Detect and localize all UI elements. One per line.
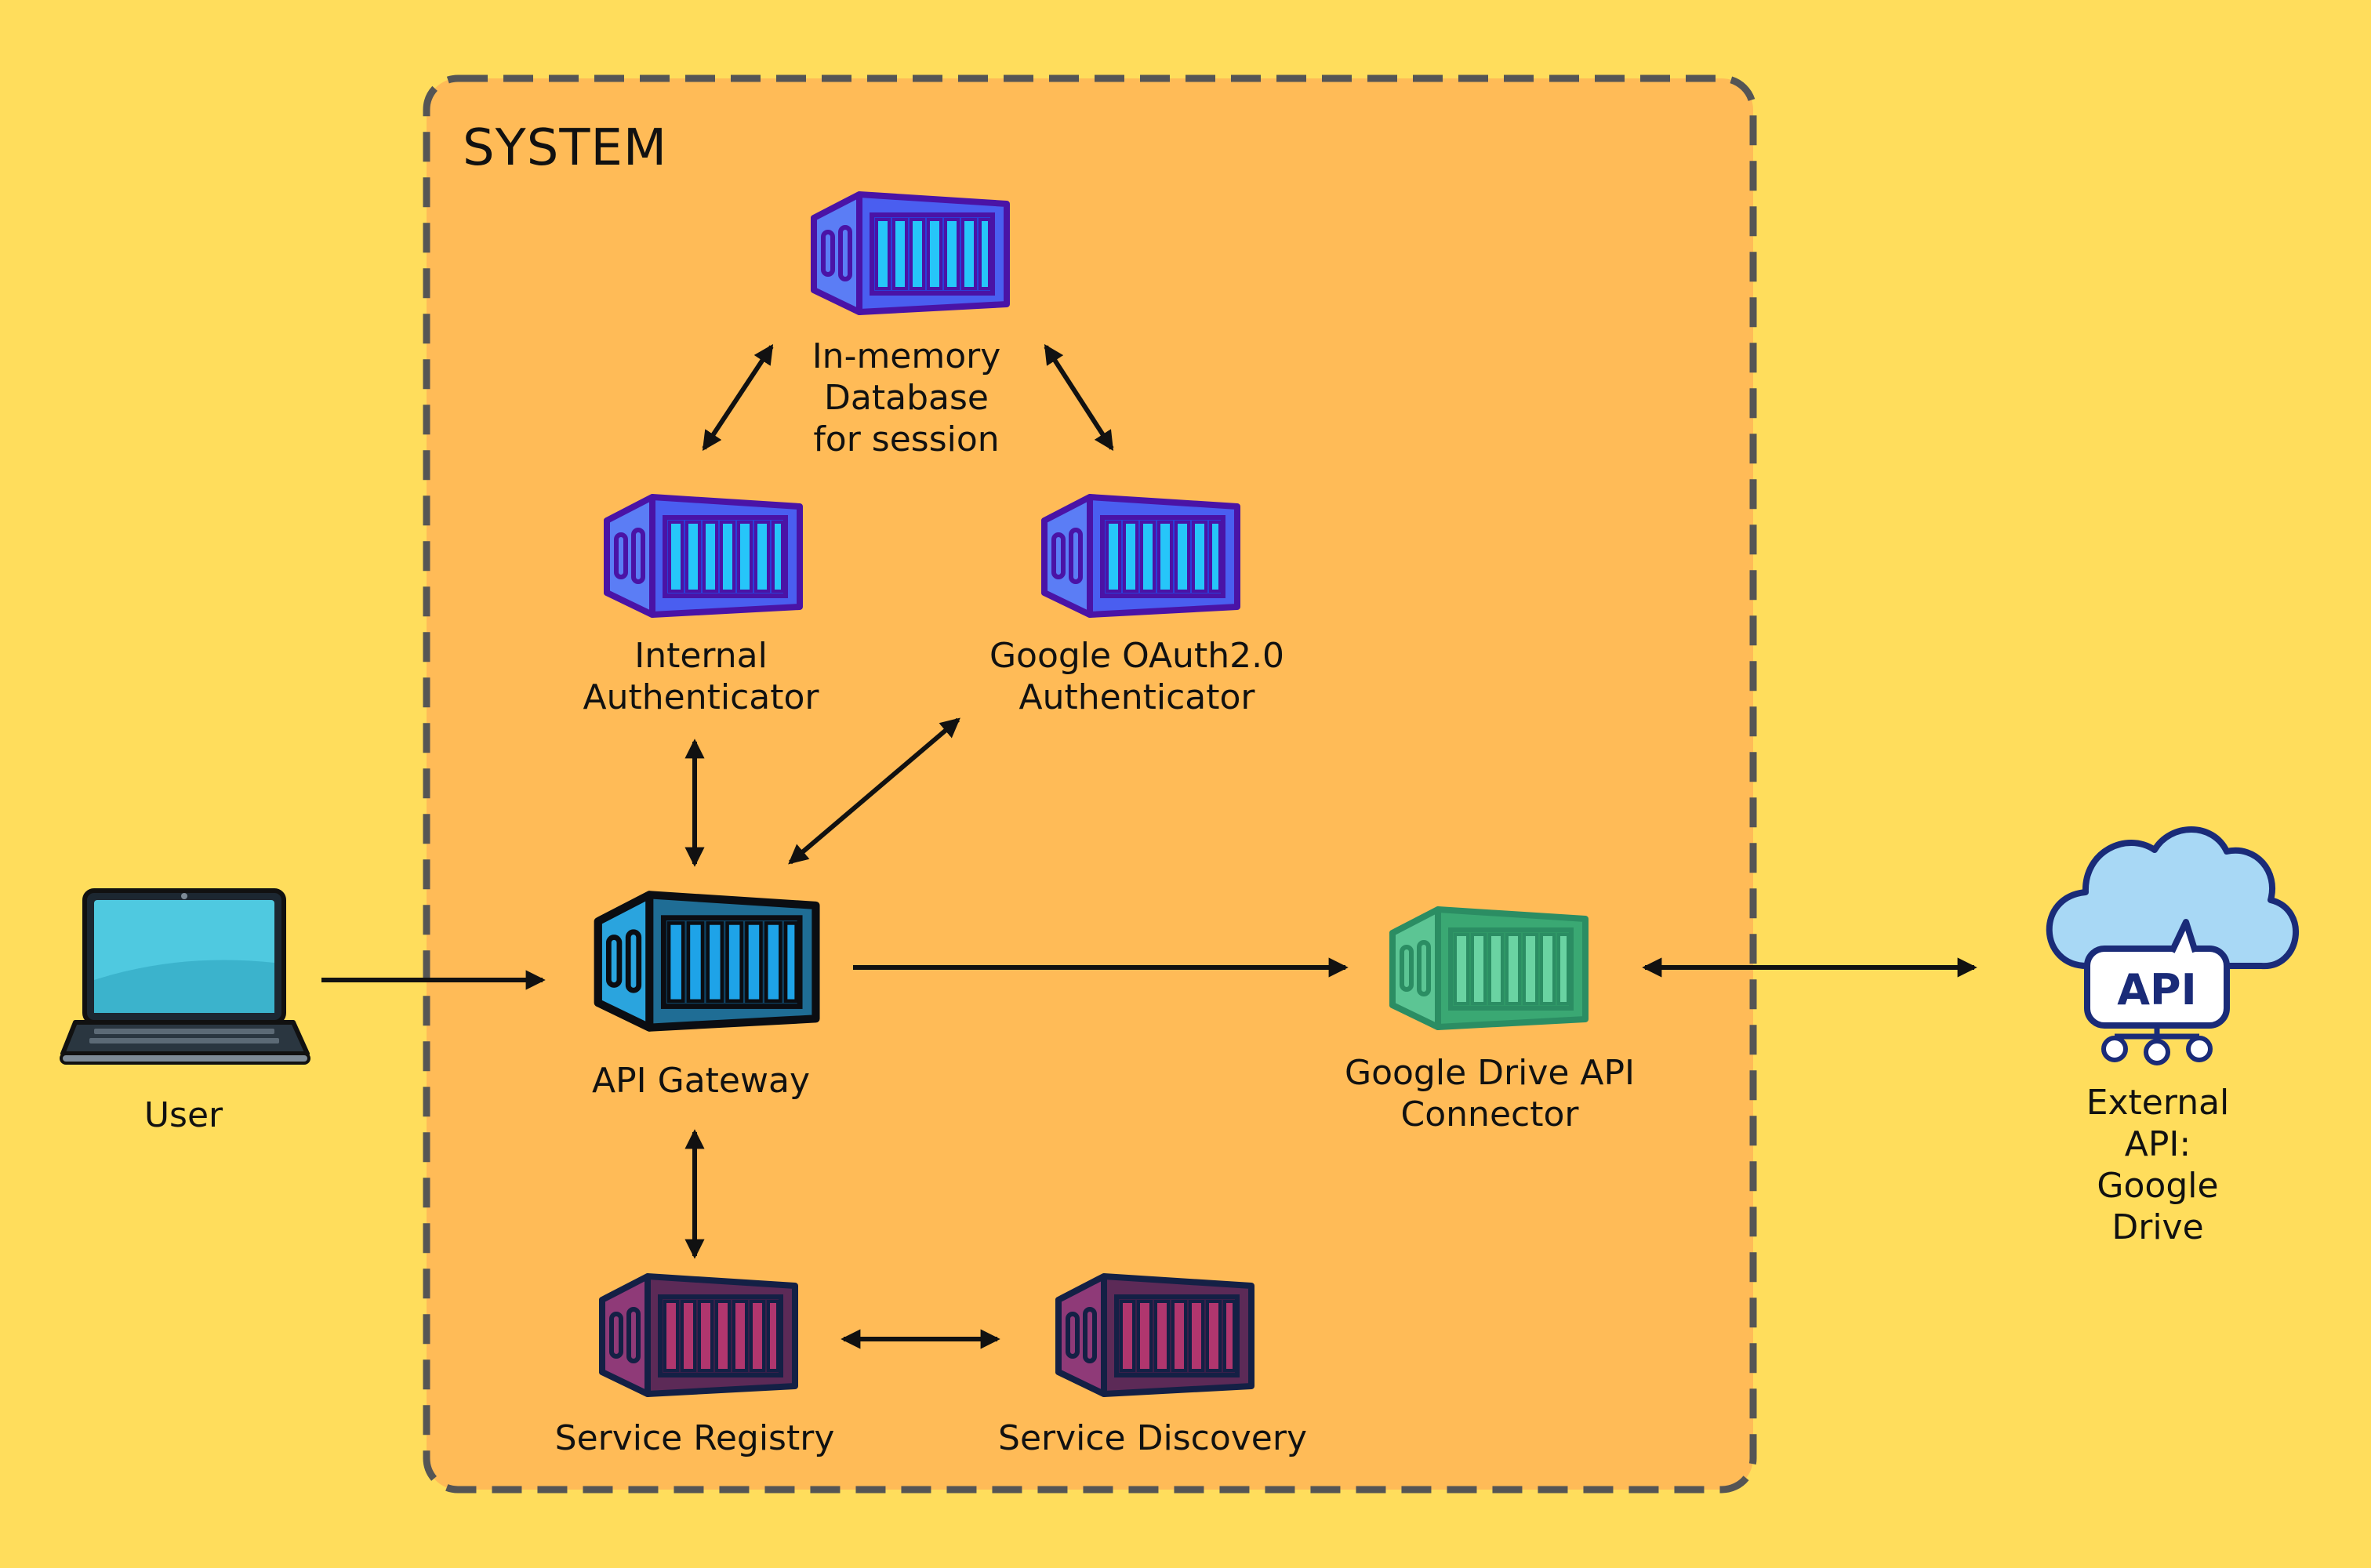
internal-authenticator-label: Internal Authenticator <box>583 636 819 717</box>
system-boundary <box>423 74 1757 1494</box>
service-registry-label: Service Registry <box>554 1418 835 1458</box>
arrow-internal-auth-db <box>702 343 774 452</box>
drive-connector-label: Google Drive API Connector <box>1344 1053 1636 1134</box>
arrow-db-google-oauth <box>1044 343 1114 452</box>
api-gateway-icon <box>598 895 816 1027</box>
inmemory-db-label: In-memory Database for session <box>812 336 1001 459</box>
service-discovery-label: Service Discovery <box>998 1418 1307 1458</box>
external-api-label: External API: Google Drive <box>2086 1083 2230 1247</box>
laptop-icon <box>60 888 310 1065</box>
cloud-api-icon: API <box>2046 826 2300 1065</box>
inmemory-db-icon <box>814 194 1007 312</box>
drive-connector-icon <box>1392 909 1585 1027</box>
service-discovery-icon <box>1058 1276 1251 1394</box>
api-badge-text: API <box>2117 965 2196 1014</box>
api-gateway-label: API Gateway <box>592 1061 810 1101</box>
service-registry-icon <box>602 1276 795 1394</box>
arrow-gateway-google-oauth <box>788 717 960 865</box>
google-oauth-authenticator-icon <box>1044 497 1237 615</box>
internal-authenticator-icon <box>607 497 800 615</box>
system-title: SYSTEM <box>463 119 668 177</box>
user-label: User <box>143 1095 223 1135</box>
google-oauth-authenticator-label: Google OAuth2.0 Authenticator <box>989 636 1285 717</box>
